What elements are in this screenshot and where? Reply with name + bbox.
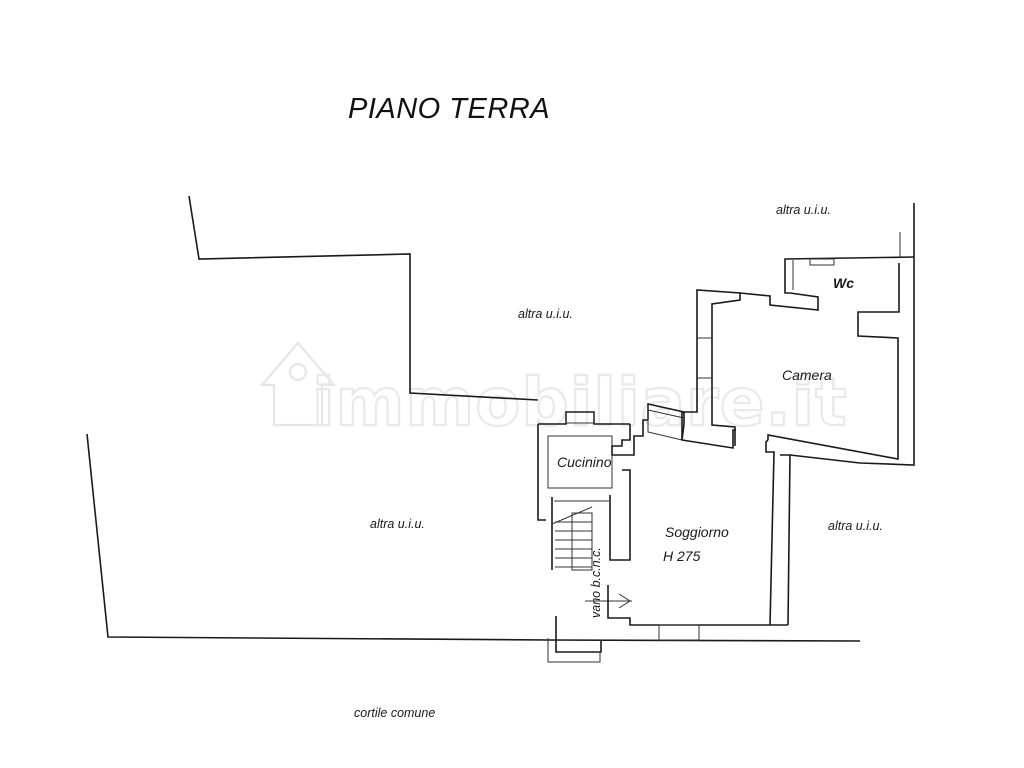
label-cortile-comune: cortile comune — [354, 706, 435, 720]
stair-vano: vano b.c.n.c. — [547, 469, 788, 663]
stair-icon — [551, 506, 593, 571]
plan-title: PIANO TERRA — [348, 93, 550, 125]
room-label-wc: Wc — [833, 275, 854, 291]
room-label-camera: Camera — [782, 367, 832, 383]
watermark-text: immobiliare.it — [312, 364, 848, 441]
room-label-cucinino: Cucinino — [557, 454, 612, 470]
label-altra-uiu-left: altra u.i.u. — [370, 517, 425, 531]
room-label-height: H 275 — [663, 548, 701, 564]
boundary-line-bottom — [547, 639, 861, 642]
watermark-dot-icon — [288, 362, 308, 382]
watermark: immobiliare.it — [259, 341, 848, 442]
wall-outline-left-unit — [86, 195, 549, 641]
vano-label: vano b.c.n.c. — [589, 547, 603, 618]
label-altra-uiu-right: altra u.i.u. — [828, 519, 883, 533]
label-altra-uiu-top-center: altra u.i.u. — [518, 307, 573, 321]
room-camera: Wc Camera — [681, 203, 915, 466]
room-label-soggiorno: Soggiorno — [665, 524, 729, 540]
label-altra-uiu-top-right: altra u.i.u. — [776, 203, 831, 217]
watermark-house-icon — [259, 341, 337, 427]
wall-cucinino: Cucinino — [537, 411, 648, 521]
